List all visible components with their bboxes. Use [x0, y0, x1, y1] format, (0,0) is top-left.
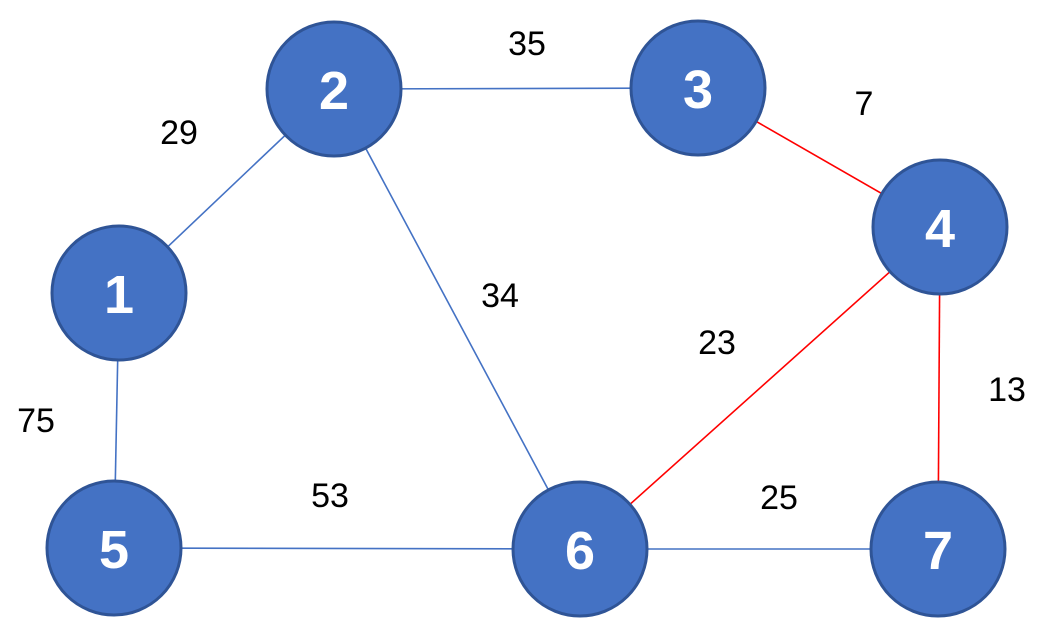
graph-node-label-1: 1 [104, 265, 134, 325]
edge-weight-label-1-5: 75 [17, 402, 55, 440]
graph-node-label-6: 6 [565, 521, 595, 581]
edge-weight-label-2-6: 34 [481, 277, 519, 315]
graph-node-6 [511, 480, 649, 618]
graph-node-4 [871, 158, 1009, 296]
edge-weight-label-5-6: 53 [311, 477, 349, 515]
edge-weight-label-3-4: 7 [855, 85, 874, 123]
edge-2-6 [333, 88, 581, 550]
edge-weight-label-1-2: 29 [160, 114, 198, 152]
edge-4-6 [579, 226, 941, 550]
graph-node-1 [50, 224, 188, 362]
edge-5-6 [113, 547, 581, 550]
graph-node-label-4: 4 [925, 199, 955, 259]
graph-node-7 [869, 480, 1007, 618]
graph-node-label-5: 5 [99, 520, 129, 580]
edge-weight-label-4-6: 23 [698, 324, 736, 362]
graph-node-5 [45, 479, 183, 617]
edge-weight-label-6-7: 25 [760, 479, 798, 517]
graph-node-2 [265, 20, 403, 158]
graph-node-label-7: 7 [923, 521, 953, 581]
edge-weight-label-2-3: 35 [508, 25, 546, 63]
edge-weight-label-4-7: 13 [988, 371, 1026, 409]
graph-node-3 [629, 19, 767, 157]
graph-node-label-2: 2 [319, 61, 349, 121]
graph-node-label-3: 3 [683, 60, 713, 120]
